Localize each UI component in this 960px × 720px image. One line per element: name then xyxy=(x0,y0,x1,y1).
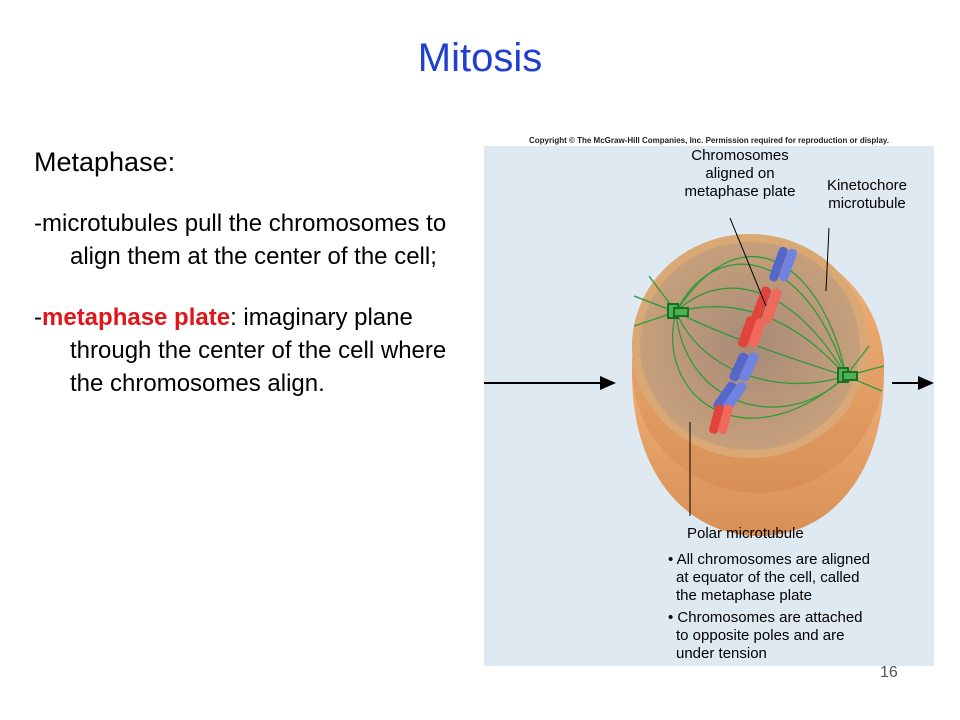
centrosome-right xyxy=(837,367,858,383)
slide-title: Mitosis xyxy=(417,36,543,80)
text-content: Metaphase: -microtubules pull the chromo… xyxy=(34,146,454,428)
chromosome-blue-top xyxy=(769,246,798,282)
bullet-dash: - xyxy=(34,304,42,331)
phase-heading: Metaphase: xyxy=(34,147,176,177)
note2-line1: • Chromosomes are attached xyxy=(668,609,863,626)
note1-line3: the metaphase plate xyxy=(676,587,812,604)
arrow-right-line xyxy=(892,382,926,384)
label-chromosomes-line2: aligned on xyxy=(705,165,774,182)
cell-body xyxy=(632,234,884,536)
chromosome-blue-low xyxy=(713,381,747,411)
label-pointers xyxy=(689,217,830,516)
note2-line2: to opposite poles and are xyxy=(676,627,844,644)
chromosomes xyxy=(709,246,798,434)
metaphase-figure: Chromosomes aligned on metaphase plate K… xyxy=(484,146,934,666)
cell-illustration: Chromosomes aligned on metaphase plate K… xyxy=(632,147,907,662)
label-kinetochore-line1: Kinetochore xyxy=(827,177,907,194)
note1-line2: at equator of the cell, called xyxy=(676,569,859,586)
bullet-metaphase-plate: -metaphase plate: imaginary plane throug… xyxy=(34,301,454,400)
bullet-definition: : imaginary plane through the center of … xyxy=(70,304,447,397)
chromosome-blue-mid xyxy=(729,352,759,382)
label-chromosomes-line1: Chromosomes xyxy=(691,147,789,164)
term-metaphase-plate: metaphase plate xyxy=(42,304,231,331)
chromosome-red-low xyxy=(709,404,733,434)
chromosome-red-top xyxy=(750,286,782,324)
slide-number: 16 xyxy=(880,664,898,681)
arrow-left-line xyxy=(484,382,608,384)
label-polar-microtubule: Polar microtubule xyxy=(687,525,804,542)
label-chromosomes-line3: metaphase plate xyxy=(685,183,796,200)
note1-line1: • All chromosomes are aligned xyxy=(668,551,870,568)
bullet-microtubules: -microtubules pull the chromosomes to al… xyxy=(34,210,447,270)
chromosome-red-mid xyxy=(737,316,766,348)
note2-line3: under tension xyxy=(676,645,767,662)
label-kinetochore-line2: microtubule xyxy=(828,195,906,212)
arrow-right-head xyxy=(918,376,934,390)
centrosome-left xyxy=(667,303,689,319)
arrow-left-head xyxy=(600,376,616,390)
copyright-notice: Copyright © The McGraw-Hill Companies, I… xyxy=(528,136,890,145)
